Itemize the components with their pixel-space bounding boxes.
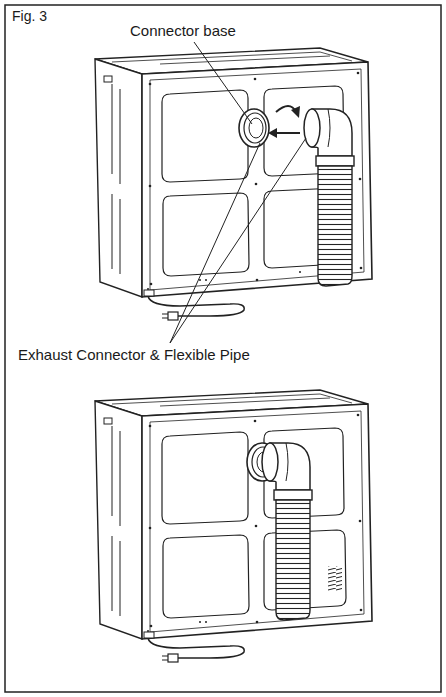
part-name: Exhaust Connector & Flexible Pipe	[16, 346, 252, 363]
dryer-view-before	[95, 42, 372, 343]
figure-number: Fig. 3	[10, 8, 49, 24]
part-name: Connector base	[128, 22, 238, 39]
dryer-view-after	[95, 390, 372, 662]
